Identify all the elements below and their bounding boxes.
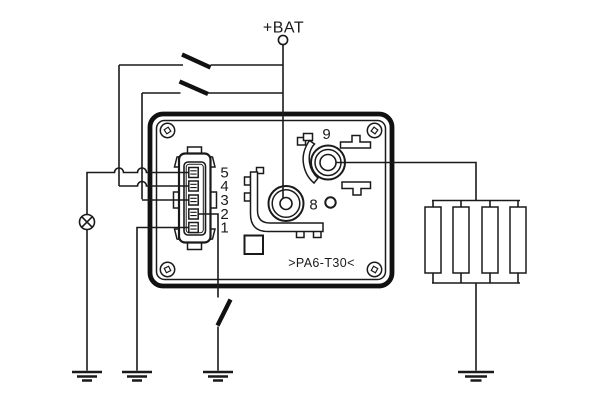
housing-marking: >PA6-T30< — [288, 256, 355, 270]
ground-icon — [122, 370, 152, 382]
power-terminal-9-post — [319, 153, 337, 172]
screw-hole-icon — [366, 122, 383, 139]
glow-plug — [481, 206, 499, 274]
wire-terminal9-glowplugs — [328, 161, 477, 201]
glow-plug-bottom-stubs — [432, 273, 519, 283]
terminal-9-clip-lower — [341, 181, 372, 196]
connector-pin — [188, 194, 199, 206]
connector-pin-labels: 5 4 3 2 1 — [220, 165, 228, 237]
wire-pin1-ground — [136, 226, 190, 371]
connector-pin — [188, 221, 199, 234]
ground-icon — [203, 370, 233, 382]
screw-hole-icon — [366, 261, 383, 278]
ground-icon — [458, 370, 494, 382]
wire-pin5-lamp — [86, 167, 190, 215]
connector-pin — [188, 208, 199, 220]
terminal-9-label: 9 — [322, 126, 330, 143]
small-hole-icon — [324, 196, 337, 209]
ground-icon — [72, 370, 102, 382]
pin-label-3: 3 — [220, 192, 228, 209]
switch-upper-blade-icon — [181, 52, 212, 70]
power-terminal-8-post — [279, 196, 293, 211]
screw-hole-icon — [159, 261, 176, 278]
wire-pin2 — [197, 213, 219, 298]
indicator-lamp-icon — [78, 213, 96, 231]
battery-label: +BAT — [263, 20, 304, 37]
wires — [86, 44, 477, 371]
terminal-9-bracket — [296, 132, 320, 185]
pin-label-1: 1 — [220, 220, 228, 237]
glow-plug — [509, 206, 527, 274]
wire-pin4 — [119, 180, 190, 187]
pin-label-2: 2 — [220, 206, 228, 223]
glow-plug-bank — [424, 199, 527, 371]
battery-terminal-icon — [277, 34, 289, 46]
connector-pin — [188, 166, 199, 179]
push-switch-blade-icon — [215, 298, 233, 327]
pin-label-4: 4 — [220, 178, 228, 195]
pin-label-5: 5 — [220, 165, 228, 182]
terminal-8-label: 8 — [309, 197, 317, 214]
glow-plug-top-stubs — [432, 200, 519, 207]
battery-positive-terminal: +BAT — [263, 20, 304, 46]
screw-hole-icon — [159, 122, 176, 139]
glow-plug — [452, 206, 470, 274]
connector-pin — [188, 180, 199, 192]
switch-lower-blade-icon — [178, 79, 209, 96]
connector-pins — [188, 166, 199, 234]
terminal-9-clip-upper — [339, 134, 372, 149]
square-window-icon — [243, 234, 264, 255]
glow-plug — [424, 206, 442, 274]
terminal-8-bracket — [243, 166, 324, 239]
